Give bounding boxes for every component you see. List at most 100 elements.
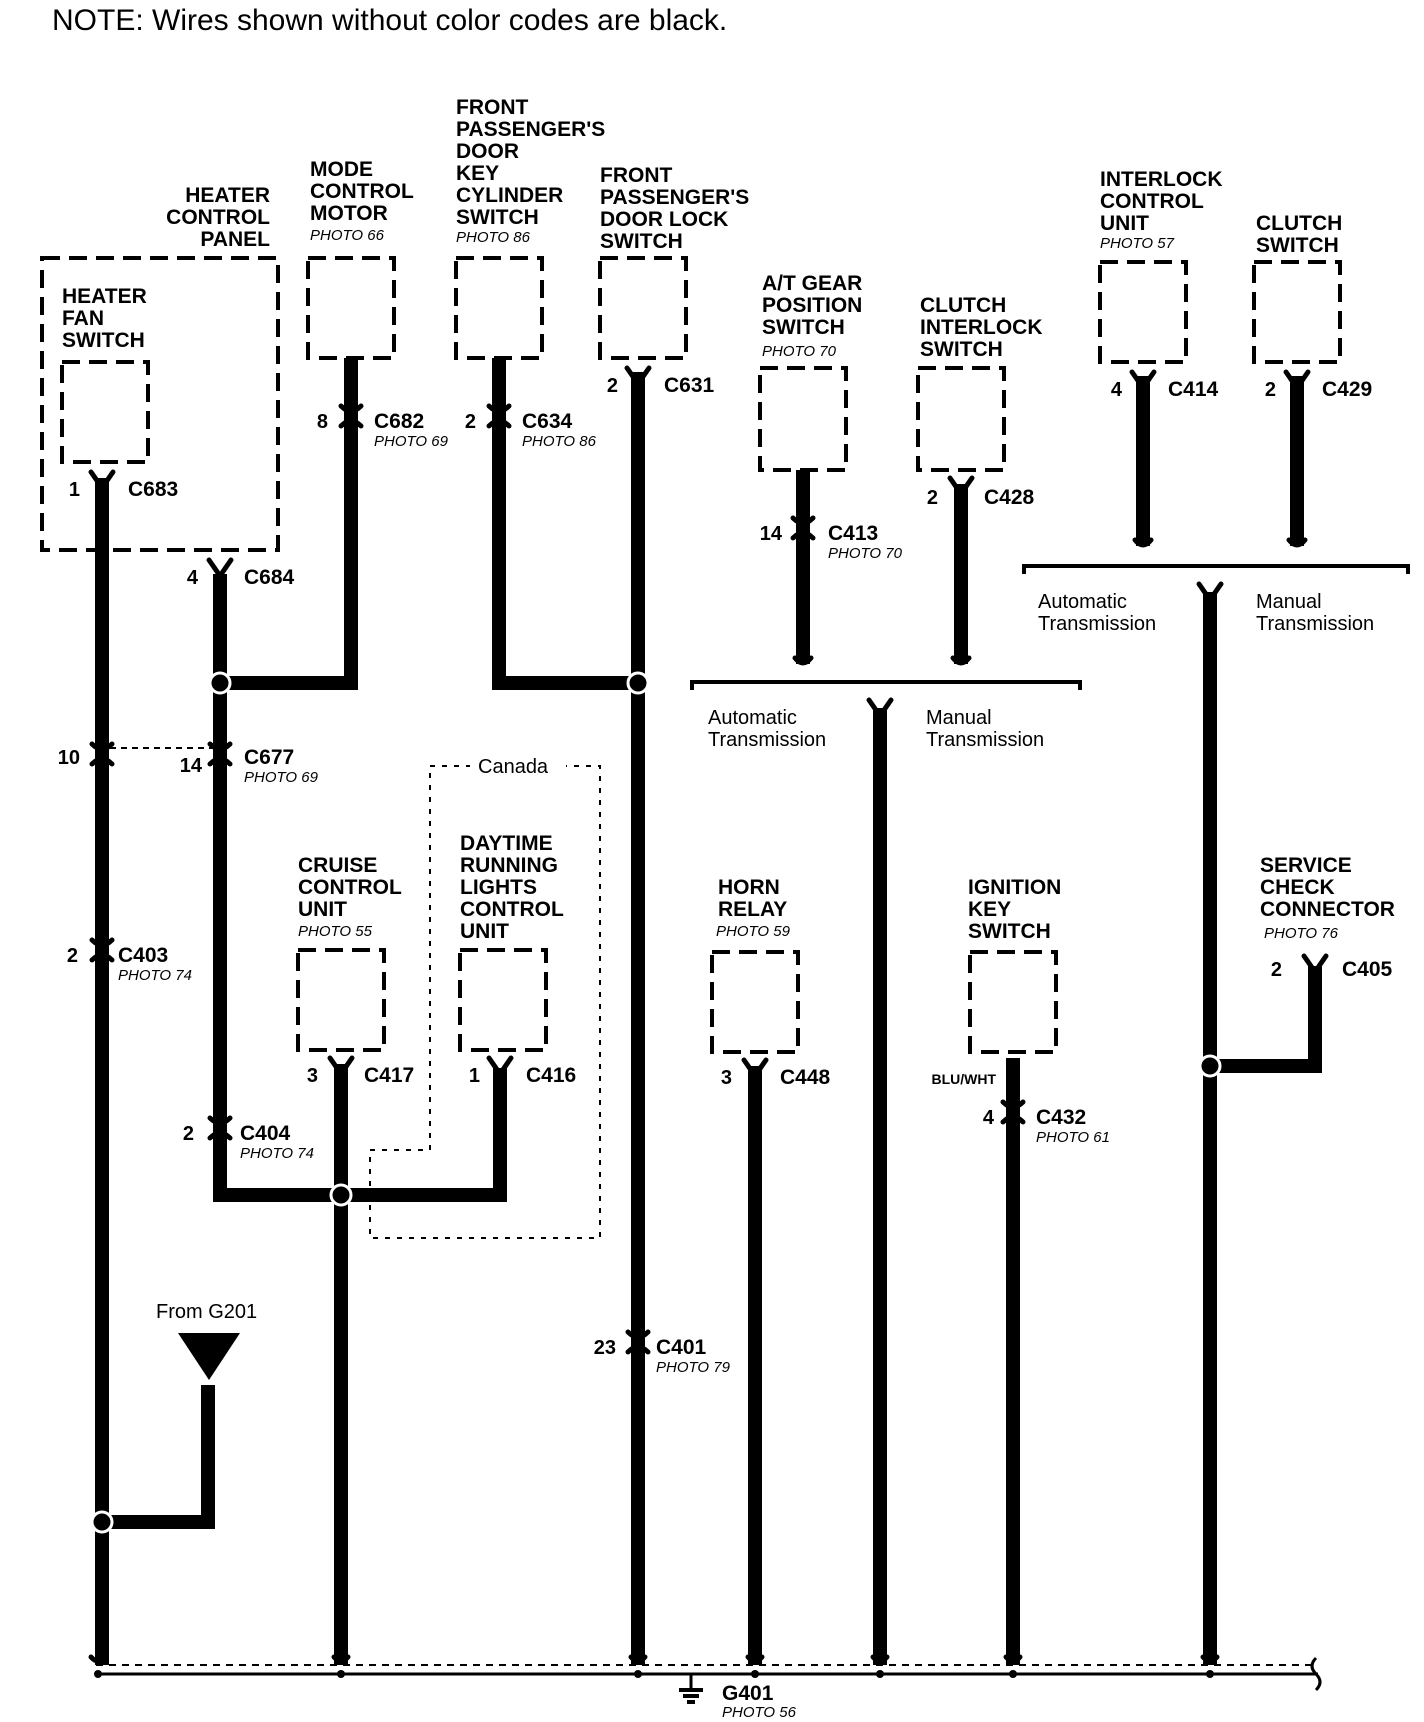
clutch-switch-box	[1252, 260, 1342, 364]
svg-text:CONTROL: CONTROL	[310, 180, 414, 203]
svg-text:PHOTO 57: PHOTO 57	[1100, 235, 1175, 252]
svg-text:PHOTO 66: PHOTO 66	[310, 227, 385, 244]
svg-text:PHOTO 76: PHOTO 76	[1264, 925, 1339, 942]
heater-control-panel-box	[40, 256, 280, 552]
svg-text:PASSENGER'S: PASSENGER'S	[600, 186, 749, 209]
svg-text:C677: C677	[244, 746, 294, 769]
connector-c405-label: 2 C405	[1271, 958, 1393, 981]
connector-c631-label: 2 C631	[607, 374, 715, 397]
svg-text:PHOTO 86: PHOTO 86	[522, 433, 597, 450]
connector-c432-icon-lower	[1000, 1114, 1026, 1125]
connector-c417-icon	[327, 1055, 355, 1079]
connector-c414-label: 4 C414	[1111, 378, 1219, 401]
cruise-control-unit-label: CRUISE CONTROL UNIT PHOTO 55	[298, 854, 402, 940]
cruise-control-unit-box	[296, 948, 386, 1052]
canada-region	[369, 765, 601, 1239]
connector-c429-label: 2 C429	[1265, 378, 1372, 401]
svg-text:BLU/WHT: BLU/WHT	[931, 1071, 996, 1087]
connector-symbols	[88, 365, 1329, 1664]
at-gear-position-switch-box	[758, 366, 848, 472]
svg-text:SWITCH: SWITCH	[600, 230, 683, 253]
connector-c404-label: 2 C404 PHOTO 74	[183, 1122, 314, 1162]
connector-c405-icon	[1301, 953, 1329, 977]
connector-c413-icon-lower	[790, 530, 816, 541]
svg-text:SWITCH: SWITCH	[762, 316, 845, 339]
wire-end-icon-0	[792, 655, 814, 666]
ground-symbol	[679, 1674, 703, 1704]
ground-id: G401	[722, 1682, 774, 1705]
svg-text:C413: C413	[828, 522, 878, 545]
svg-text:C401: C401	[656, 1336, 707, 1359]
svg-text:8: 8	[317, 411, 328, 433]
svg-text:C684: C684	[244, 566, 295, 589]
svg-text:PHOTO 55: PHOTO 55	[298, 923, 373, 940]
heater-fan-switch-label: HEATER FAN SWITCH	[62, 285, 147, 352]
heater-fan-switch-box	[60, 360, 150, 464]
heater-control-panel-label: HEATER CONTROL PANEL	[166, 184, 270, 251]
svg-text:HEATER: HEATER	[62, 285, 147, 308]
svg-text:DOOR: DOOR	[456, 140, 519, 163]
upper-transmission-bracket	[1022, 564, 1410, 574]
svg-text:HEATER: HEATER	[185, 184, 270, 207]
svg-text:DOOR LOCK: DOOR LOCK	[600, 208, 728, 231]
connector-c631-icon	[624, 365, 652, 389]
connector-c684-label: 4 C684	[187, 566, 295, 589]
wire-service-check	[1210, 966, 1322, 1073]
svg-text:3: 3	[307, 1065, 318, 1087]
connector-c683-icon	[88, 469, 116, 493]
door-key-cylinder-switch-box	[454, 256, 544, 360]
lower-manual-transmission-label: Manual Transmission	[926, 707, 1044, 751]
ground-photo: PHOTO 56	[722, 1704, 797, 1721]
svg-text:C416: C416	[526, 1064, 576, 1087]
lower-transmission-bracket	[690, 680, 1082, 690]
svg-text:C417: C417	[364, 1064, 414, 1087]
from-g201-label: From G201	[156, 1301, 257, 1323]
clutch-interlock-switch-label: CLUTCH INTERLOCK SWITCH	[920, 294, 1043, 361]
connector-c414-icon	[1129, 369, 1157, 393]
svg-text:FRONT: FRONT	[456, 96, 528, 119]
ignition-key-switch-label: IGNITION KEY SWITCH	[968, 876, 1061, 943]
connector-transmission-low-icon	[866, 697, 894, 721]
svg-text:CONTROL: CONTROL	[1100, 190, 1204, 213]
svg-text:CONTROL: CONTROL	[298, 876, 402, 899]
door-lock-switch-label: FRONT PASSENGER'S DOOR LOCK SWITCH	[600, 164, 749, 253]
svg-text:2: 2	[607, 375, 618, 397]
wire-mode-control	[220, 358, 358, 690]
connector-c448-icon	[741, 1057, 769, 1081]
horn-relay-label: HORN RELAY PHOTO 59	[716, 876, 791, 940]
svg-text:PHOTO 61: PHOTO 61	[1036, 1129, 1110, 1146]
svg-text:PHOTO 74: PHOTO 74	[240, 1145, 314, 1162]
connector-c677-left-icon-lower	[89, 756, 115, 767]
svg-text:C404: C404	[240, 1122, 291, 1145]
svg-text:MODE: MODE	[310, 158, 373, 181]
connector-c682-icon-lower	[338, 418, 364, 429]
svg-text:SWITCH: SWITCH	[968, 920, 1051, 943]
connector-c403-label: 2 C403 PHOTO 74	[67, 944, 192, 984]
connector-c428-icon	[947, 475, 975, 499]
note-text: NOTE: Wires shown without color codes ar…	[52, 4, 727, 37]
svg-text:INTERLOCK: INTERLOCK	[920, 316, 1043, 339]
svg-text:SWITCH: SWITCH	[62, 329, 145, 352]
connector-c634-label: 2 C634 PHOTO 86	[465, 410, 597, 450]
svg-text:C683: C683	[128, 478, 178, 501]
wire-color-tick	[1006, 1059, 1020, 1079]
connector-c432-label: BLU/WHT 4 C432 PHOTO 61	[931, 1071, 1109, 1146]
connector-c413-icon	[790, 515, 816, 526]
svg-text:2: 2	[1271, 959, 1282, 981]
connector-c429-icon	[1283, 369, 1311, 393]
svg-text:C631: C631	[664, 374, 715, 397]
svg-text:14: 14	[180, 755, 203, 777]
lower-automatic-transmission-label: Automatic Transmission	[708, 707, 826, 751]
clutch-switch-label: CLUTCH SWITCH	[1256, 212, 1342, 257]
ground-end-icon-4	[870, 1654, 890, 1664]
clutch-interlock-switch-box	[916, 366, 1006, 472]
svg-text:Manual: Manual	[926, 707, 992, 729]
ground-end-icon-0	[88, 1654, 108, 1664]
svg-text:CONNECTOR: CONNECTOR	[1260, 898, 1395, 921]
svg-text:UNIT: UNIT	[460, 920, 509, 943]
svg-text:CONTROL: CONTROL	[460, 898, 564, 921]
wire-end-icon-2	[1132, 537, 1154, 548]
svg-text:CONTROL: CONTROL	[166, 206, 270, 229]
svg-text:C429: C429	[1322, 378, 1372, 401]
